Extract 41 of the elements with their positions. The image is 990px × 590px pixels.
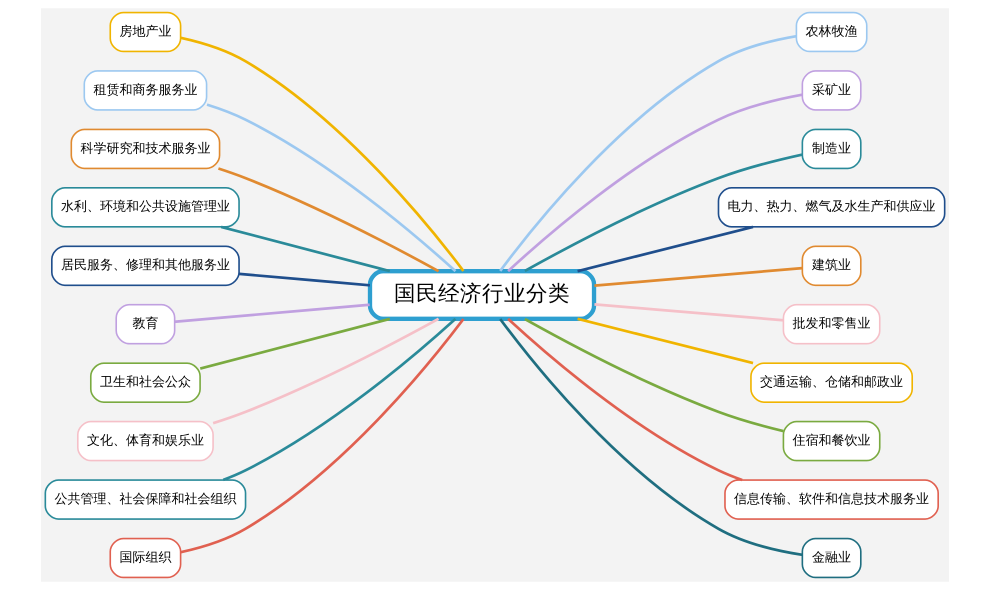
node-box: 租赁和商务服务业 xyxy=(83,70,208,111)
connector xyxy=(180,318,464,554)
node-box: 公共管理、社会保障和社会组织 xyxy=(44,479,246,520)
connector xyxy=(507,318,743,482)
connector xyxy=(239,272,370,287)
connector xyxy=(594,266,802,287)
connector xyxy=(206,103,456,272)
node-box: 水利、环境和公共设施管理业 xyxy=(51,187,240,228)
node-box: 居民服务、修理和其他服务业 xyxy=(51,245,240,286)
node-box: 采矿业 xyxy=(802,70,862,111)
node-box: 国际组织 xyxy=(109,538,182,578)
connector xyxy=(499,318,802,556)
connector xyxy=(524,153,802,272)
node-box: 住宿和餐饮业 xyxy=(782,420,881,462)
connector xyxy=(577,226,754,272)
node-box: 卫生和社会公众 xyxy=(90,362,201,403)
node-box: 交通运输、仓储和邮政业 xyxy=(750,362,914,403)
node-box: 批发和零售业 xyxy=(782,304,881,345)
connector xyxy=(220,226,390,272)
node-box: 制造业 xyxy=(802,128,862,170)
connector xyxy=(222,318,456,482)
connector xyxy=(200,318,390,370)
node-box: 电力、热力、燃气及水生产和供应业 xyxy=(718,187,946,228)
node-box: 农林牧渔 xyxy=(796,12,868,52)
connector xyxy=(499,34,797,272)
node-box: 科学研究和技术服务业 xyxy=(70,128,220,170)
connector xyxy=(174,303,370,324)
node-box: 信息传输、软件和信息技术服务业 xyxy=(724,479,939,520)
connector xyxy=(577,318,754,364)
connector xyxy=(507,93,803,272)
node-box: 教育 xyxy=(115,304,176,345)
node-box: 金融业 xyxy=(802,538,862,578)
connector xyxy=(218,167,440,272)
node-box: 国民经济行业分类 xyxy=(368,269,596,321)
connector xyxy=(524,318,784,432)
connector xyxy=(594,303,784,322)
connector xyxy=(180,36,464,272)
node-box: 文化、体育和娱乐业 xyxy=(76,420,214,462)
connector xyxy=(212,318,440,424)
node-box: 建筑业 xyxy=(802,245,862,286)
node-box: 房地产业 xyxy=(109,12,182,52)
